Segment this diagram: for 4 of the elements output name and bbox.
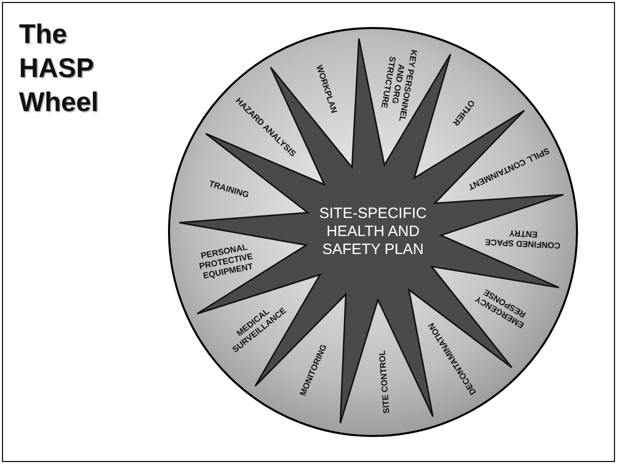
segment-label: SITE CONTROL xyxy=(376,336,392,427)
segment-label: CONFINED SPACE ENTRY xyxy=(477,227,568,252)
center-label: SITE-SPECIFIC HEALTH AND SAFETY PLAN xyxy=(318,205,428,259)
title: The HASP Wheel xyxy=(19,18,100,119)
